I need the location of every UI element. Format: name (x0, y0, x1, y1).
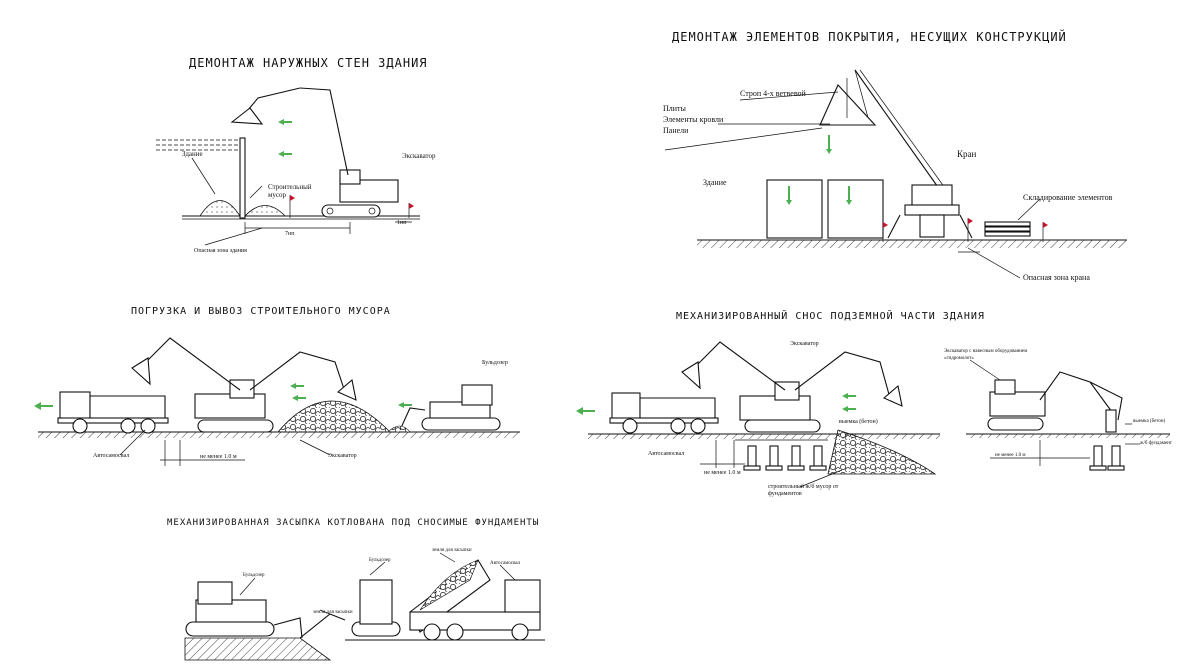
label-bf-bulldozer2: Бульдозер (369, 558, 391, 563)
dimension-line (119, 429, 331, 466)
label-loading-truck: Автосамосвал (93, 453, 130, 459)
dump-truck-icon (409, 552, 541, 641)
danger-flag-icon (289, 195, 414, 218)
dimension-line (969, 359, 1090, 466)
building-block (827, 179, 884, 239)
panel-backfill (184, 552, 545, 661)
ground-hatch (697, 240, 1127, 248)
excavator-hammer-icon (987, 371, 1123, 433)
debris-pile (244, 205, 286, 217)
ground-hatch (966, 434, 1170, 438)
label-roof-building: Здание (703, 178, 727, 187)
panel-loading (34, 337, 520, 466)
label-loading-bulldozer: Бульдозер (482, 360, 508, 366)
storage-stack (984, 198, 1041, 237)
foundation-posts (735, 439, 828, 471)
label-walls-excavator: Экскаватор (402, 152, 436, 160)
bulldozer-icon (185, 577, 303, 639)
bulldozer-icon (351, 561, 401, 637)
dump-truck-icon (57, 391, 169, 434)
arrow-left-icon (576, 393, 856, 415)
leader-line (664, 91, 1021, 279)
danger-flag-icon (882, 218, 1048, 242)
label-ug-pit: выемка (бетон) (839, 419, 878, 425)
label-bf-truck: Автосамосвал (490, 561, 521, 566)
title-roof: ДЕМОНТАЖ ЭЛЕМЕНТОВ ПОКРЫТИЯ, НЕСУЩИХ КОН… (672, 30, 1067, 44)
label-ug-excavator: Экскаватор (790, 341, 819, 347)
excavator-icon (131, 337, 357, 433)
label-ug-hydro: Экскаватор с навесным оборудованием «гид… (944, 349, 1028, 361)
label-loading-excavator: Экскаватор (328, 453, 357, 459)
label-roof-crane: Кран (957, 149, 977, 159)
ground-hatch (588, 434, 940, 439)
debris-pile (199, 200, 241, 217)
rubble-pile (277, 400, 391, 433)
label-walls-dim-main: 7нп (285, 231, 295, 237)
excavator-icon (230, 87, 399, 218)
pit-edge (299, 613, 346, 639)
label-roof-panels: Панели (663, 126, 689, 135)
label-bf-bulldozer: Бульдозер (243, 573, 265, 578)
ground-hatch (38, 432, 520, 438)
dimension-line (191, 157, 412, 246)
excavator-icon (681, 341, 903, 433)
label-ug-fnd: ж/б фундамент (1140, 441, 1172, 446)
title-walls: ДЕМОНТАЖ НАРУЖНЫХ СТЕН ЗДАНИЯ (189, 56, 428, 70)
label-roof-sling: Строп 4-х ветвевой (740, 89, 806, 98)
foundation-posts (1089, 423, 1140, 471)
arrow-left-icon (278, 119, 292, 157)
bulldozer-icon (387, 384, 501, 433)
pit-slope (184, 637, 332, 661)
label-roof-slabs: Плиты (663, 104, 686, 113)
label-roof-storage: Складирование элементов (1023, 193, 1113, 202)
label-ug-pit2: выемка (бетон) (1133, 419, 1166, 424)
label-walls-dim-side: 1нп (397, 220, 407, 226)
label-roof-elements: Элементы кровли (663, 115, 724, 124)
panel-walls (156, 87, 420, 246)
label-walls-building: Здание (182, 150, 203, 158)
title-underground: МЕХАНИЗИРОВАННЫЙ СНОС ПОДЗЕМНОЙ ЧАСТИ ЗД… (676, 311, 985, 322)
label-bf-soil: земля для засыпки (313, 610, 353, 615)
label-ug-debris: строительный ж/б мусор от фундаментов (768, 484, 839, 497)
dimension-line (700, 440, 843, 488)
rubble-pile (827, 429, 937, 475)
label-bf-soil-truck: земля для засыпки (432, 548, 472, 553)
panel-underground (576, 341, 1170, 488)
dump-truck-icon (609, 392, 719, 434)
label-ug-truck: Автосамосвал (648, 451, 685, 457)
label-walls-danger: Опасная зона здания (194, 248, 247, 254)
label-ug-distance: не менее 1.0 м (704, 470, 741, 476)
crane-icon (819, 69, 973, 239)
building-block (766, 179, 823, 239)
label-ug-distance2: не менее 1.0 м (995, 453, 1026, 458)
arrow-down-icon (786, 135, 852, 205)
label-loading-distance: не менее 1.0 м (200, 454, 237, 460)
title-loading: ПОГРУЗКА И ВЫВОЗ СТРОИТЕЛЬНОГО МУСОРА (131, 306, 391, 317)
label-roof-danger: Опасная зона крана (1023, 273, 1090, 282)
label-walls-debris: Строительный мусор (268, 183, 312, 199)
building-wall (156, 137, 246, 219)
title-backfill: МЕХАНИЗИРОВАННАЯ ЗАСЫПКА КОТЛОВАНА ПОД С… (167, 518, 540, 528)
arrow-left-icon (34, 383, 412, 410)
panel-roof (664, 69, 1127, 279)
